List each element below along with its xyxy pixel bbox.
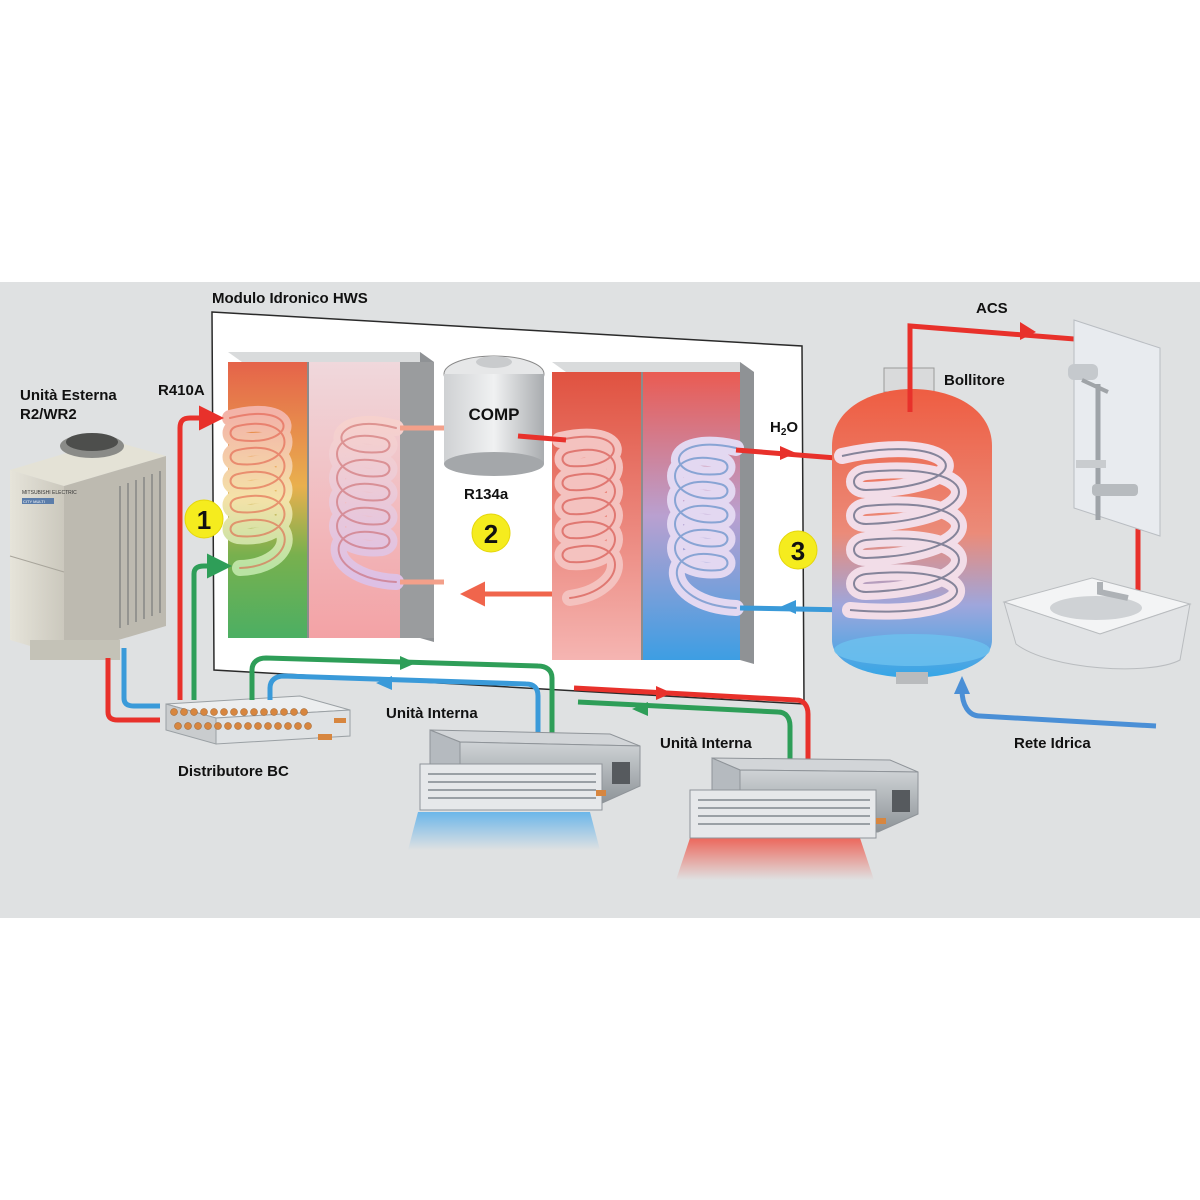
module-title: Modulo Idronico HWS <box>212 290 368 307</box>
r410a-liquid-line <box>191 553 232 700</box>
coil-hx2-secondary <box>667 436 744 616</box>
stage-number-1: 1 <box>197 505 211 535</box>
indoor2-green-arrow <box>632 702 648 716</box>
rete-idrica-label: Rete Idrica <box>1014 735 1091 752</box>
outdoor-unit-label-1: Unità Esterna <box>20 387 117 404</box>
coil-hx1-primary <box>222 405 293 576</box>
rete-idrica-line <box>959 689 1157 729</box>
pipe-outdoor-hot <box>105 658 160 723</box>
indoor1-blue-line <box>267 673 541 748</box>
indoor1-blue-arrow <box>376 676 392 690</box>
indoor2-red-arrow <box>656 686 672 700</box>
stage-number-3: 3 <box>791 536 805 566</box>
water-cold-arrow <box>780 600 796 614</box>
outdoor-brand: MITSUBISHI ELECTRIC <box>22 490 77 496</box>
r134a-label: R134a <box>464 486 509 503</box>
r410a-hot-line <box>177 405 224 700</box>
acs-label: ACS <box>976 300 1008 317</box>
acs-arrow <box>1020 322 1036 340</box>
compressor: COMP <box>443 355 545 476</box>
indoor-unit-2-label: Unità Interna <box>660 735 752 752</box>
outdoor-unit-label-2: R2/WR2 <box>20 406 77 423</box>
compressor-discharge <box>517 433 567 443</box>
shower-panel <box>1068 319 1161 537</box>
distributor-bc <box>165 695 351 745</box>
h2o-h: H <box>770 419 781 436</box>
h2o-o: O <box>786 419 798 436</box>
coil-hx1-secondary <box>329 415 404 590</box>
stage-badge-1: 1 <box>184 499 224 539</box>
water-hot-arrow <box>780 446 796 460</box>
indoor2-green-line <box>577 699 793 776</box>
bollitore-label: Bollitore <box>944 372 1005 389</box>
outdoor-brand-sub: CITY MULTI <box>23 499 45 504</box>
distributore-label: Distributore BC <box>178 763 289 780</box>
indoor1-green-arrow <box>400 656 416 670</box>
sink <box>1002 577 1192 670</box>
hot-water-tank <box>832 367 992 684</box>
h2o-label: H2O <box>770 419 798 438</box>
coil-hx2-primary <box>552 428 623 606</box>
outdoor-unit: MITSUBISHI ELECTRIC CITY MULTI <box>9 433 166 660</box>
indoor2-red-line <box>573 685 811 772</box>
r410a-label: R410A <box>158 382 205 399</box>
indoor-unit-1-label: Unità Interna <box>386 705 478 722</box>
rete-idrica-arrow <box>954 676 970 694</box>
indoor-unit-2 <box>676 757 919 880</box>
h2o-2: 2 <box>781 427 787 438</box>
stage-number-2: 2 <box>484 519 498 549</box>
pipe-outdoor-cold <box>121 648 160 709</box>
stage-badge-2: 2 <box>471 513 511 553</box>
stage-badge-3: 3 <box>778 530 818 570</box>
comp-label: COMP <box>469 405 520 424</box>
indoor-unit-1 <box>408 729 641 850</box>
